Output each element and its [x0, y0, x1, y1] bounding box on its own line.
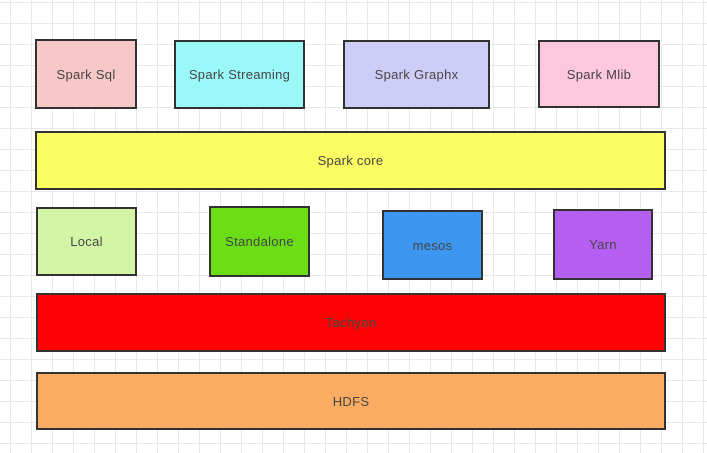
node-label: Spark core — [317, 153, 384, 168]
node-label: Local — [70, 234, 103, 249]
node-label: Spark Streaming — [188, 67, 291, 82]
diagram-node-spark-sql[interactable]: Spark Sql — [35, 39, 137, 109]
diagram-node-yarn[interactable]: Yarn — [553, 209, 653, 280]
node-label: Spark Sql — [56, 66, 116, 82]
node-label: Spark Mlib — [566, 66, 632, 82]
node-label: Tachyon — [325, 315, 377, 330]
diagram-node-standalone[interactable]: Standalone — [209, 206, 310, 277]
node-label: Spark Graphx — [374, 67, 459, 82]
diagram-node-spark-graphx[interactable]: Spark Graphx — [343, 40, 490, 109]
diagram-node-mesos[interactable]: mesos — [382, 210, 483, 280]
diagram-node-tachyon[interactable]: Tachyon — [36, 293, 666, 352]
node-label: HDFS — [332, 393, 370, 409]
node-label: Standalone — [225, 234, 294, 249]
diagram-node-spark-core[interactable]: Spark core — [35, 131, 666, 190]
diagram-node-local[interactable]: Local — [36, 207, 137, 276]
diagram-node-spark-streaming[interactable]: Spark Streaming — [174, 40, 305, 109]
node-label: Yarn — [589, 237, 617, 252]
diagram-node-spark-mlib[interactable]: Spark Mlib — [538, 40, 660, 108]
node-label: mesos — [412, 237, 453, 253]
diagram-node-hdfs[interactable]: HDFS — [36, 372, 666, 430]
